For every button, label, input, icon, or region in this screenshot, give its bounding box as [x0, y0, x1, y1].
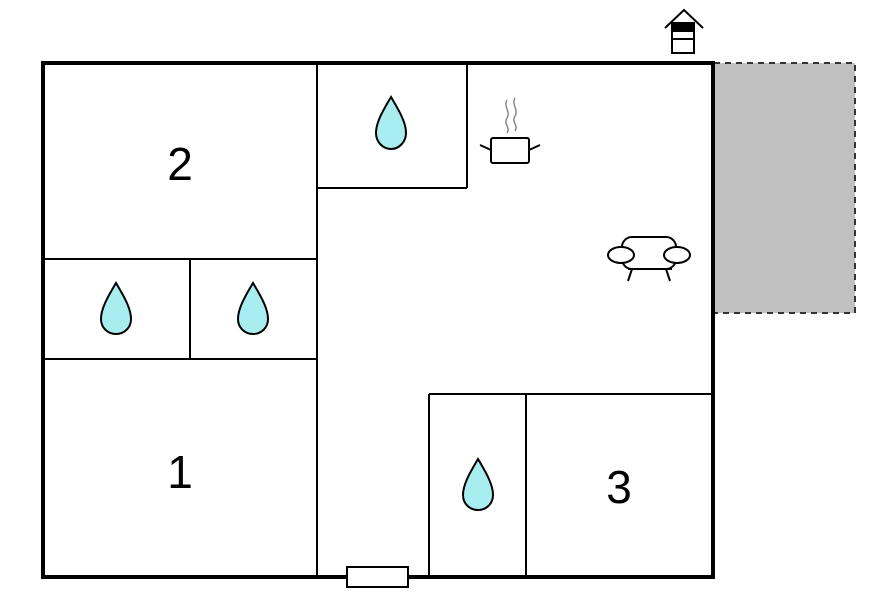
room-label-3: 3	[606, 461, 632, 513]
outer-wall	[41, 61, 715, 579]
room-label-2: 2	[167, 138, 193, 190]
house-entrance-icon	[664, 8, 704, 54]
interior-walls	[43, 63, 713, 577]
room-label-1: 1	[167, 446, 193, 498]
bathroom-left-1	[99, 281, 133, 336]
bathroom-bottom	[461, 457, 495, 512]
sofa-icon	[607, 236, 691, 282]
water-drop-icon	[461, 457, 495, 512]
water-drop-icon	[374, 95, 408, 151]
terrace-area	[713, 62, 856, 314]
door-icon	[346, 566, 409, 588]
bathroom-top	[374, 95, 408, 151]
cooking-pot-icon	[479, 97, 541, 164]
water-drop-icon	[236, 281, 270, 336]
bathroom-left-2	[236, 281, 270, 336]
water-drop-icon	[99, 281, 133, 336]
